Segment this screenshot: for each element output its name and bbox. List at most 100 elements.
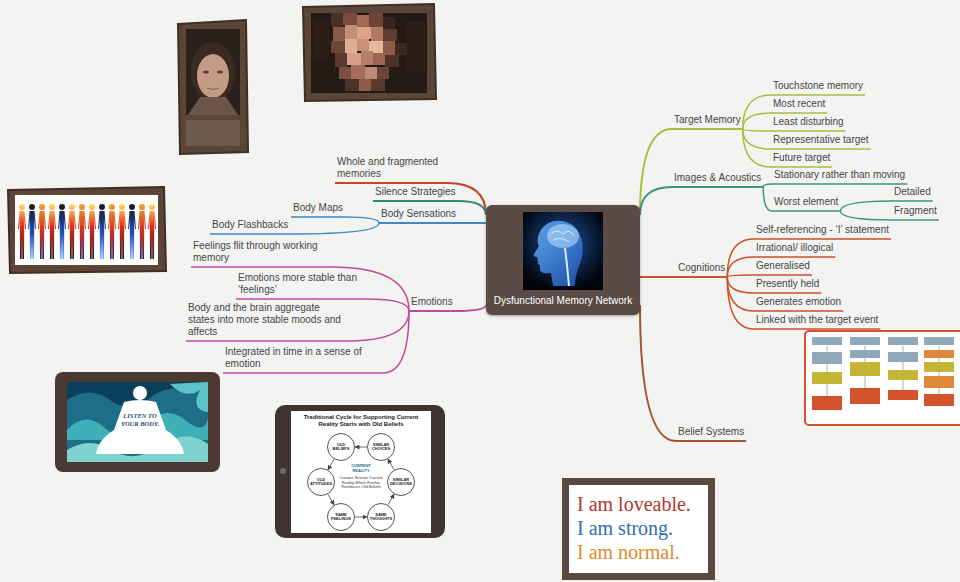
topic-text: Least disturbing — [773, 116, 844, 128]
branch-line — [379, 222, 486, 224]
left-branch-topic: Silence Strategies — [373, 186, 458, 201]
pixel — [383, 17, 395, 29]
right-branch-topic: Linked with the target event — [754, 314, 880, 329]
table-cell — [812, 396, 842, 410]
brain-picture — [523, 212, 603, 290]
branch-line — [763, 184, 907, 187]
right-branch-topic: Belief Systems — [676, 426, 746, 441]
topic-text: Silence Strategies — [375, 186, 456, 198]
affirmation-frame: I am loveable.I am strong.I am normal. — [562, 478, 715, 580]
right-branch-topic: Fragment — [892, 205, 939, 220]
branch-line — [727, 277, 880, 329]
pixel — [345, 39, 357, 53]
branch-line — [727, 257, 835, 277]
topic-text: Body Sensations — [381, 208, 456, 220]
cycle-step-circle: SIMILAR CHOICES — [367, 433, 395, 461]
right-branch-topic: Detailed — [892, 186, 933, 201]
table-cell — [888, 337, 918, 345]
cycle-step-circle: OLD BELIEFS — [327, 433, 355, 461]
right-branch-topic: Self-referencing - ‘I’ statement — [754, 224, 891, 239]
meditating-figure-head — [133, 386, 147, 400]
cognitions-table-picture — [805, 331, 960, 425]
pixel — [333, 27, 345, 41]
body-maps-picture — [8, 187, 166, 273]
cycle-tablet — [275, 405, 445, 538]
topic-text: Generates emotion — [756, 296, 841, 308]
tablet-frame — [55, 372, 220, 472]
pixel — [357, 27, 371, 39]
meditating-figure — [96, 400, 184, 454]
tablet-button — [280, 468, 286, 474]
pixel — [385, 55, 399, 67]
topic-text: Touchstone memory — [773, 80, 863, 92]
body-figure — [118, 204, 126, 259]
branch-line — [727, 277, 843, 311]
portrait-photo — [178, 20, 248, 154]
illustration-label: Traditional Cycle for Supporting Current… — [294, 414, 428, 428]
pixel — [357, 39, 369, 51]
illustration-label: CURRENT REALITY — [343, 463, 379, 473]
listen-tablet — [55, 372, 220, 472]
body-figure — [78, 204, 86, 259]
topic-text: SIMILAR CHOICES — [369, 443, 393, 452]
right-branch-topic: Images & Acoustics — [672, 172, 763, 187]
left-branch-topic: Emotions — [409, 296, 455, 311]
topic-text: Integrated in time in a sense of emotion — [225, 346, 381, 370]
topic-text: OLD ATTITUDES — [309, 478, 333, 487]
photo-ground — [311, 13, 427, 93]
table-cell — [924, 337, 954, 345]
illustration-label: Causes Sustain Current Reality Which Fur… — [338, 476, 384, 490]
hair — [191, 42, 235, 102]
topic-text: Belief Systems — [678, 426, 744, 438]
topic-text: SIMILAR DECISIONS — [389, 478, 413, 487]
branch-line — [743, 129, 871, 149]
branch-line — [640, 276, 727, 278]
body-figure — [128, 204, 136, 259]
central-topic: Dysfunctional Memory Network — [486, 205, 640, 315]
mouth — [207, 88, 219, 90]
caption-area — [186, 120, 240, 146]
body-figure — [148, 204, 156, 259]
left-branch-topic: Integrated in time in a sense of emotion — [223, 346, 383, 373]
topic-text: Most recent — [773, 98, 825, 110]
pixel — [331, 41, 345, 53]
body-figure — [48, 204, 56, 259]
pixel — [361, 51, 373, 65]
topic-text: Images & Acoustics — [674, 172, 761, 184]
pixel — [369, 13, 383, 27]
right-branch-topic: Irrational/ illogical — [754, 242, 835, 257]
table-cell — [812, 372, 842, 384]
illustration-label: LISTEN TO YOUR BODY. — [118, 412, 162, 428]
photo-frame — [8, 187, 166, 273]
table-cell — [850, 350, 880, 358]
table-cell — [888, 370, 918, 380]
topic-text: Representative target — [773, 134, 869, 146]
pixel — [373, 53, 385, 65]
table-cell — [812, 352, 842, 364]
body-figure — [38, 204, 46, 259]
topic-text: Irrational/ illogical — [756, 242, 833, 254]
left-branch-topic: Body Flashbacks — [210, 219, 290, 234]
branch-line — [743, 129, 846, 131]
cycle-arrow — [328, 494, 334, 505]
left-branch-topic: Body Sensations — [379, 208, 458, 223]
left-branch-topic: Whole and fragmented memories — [335, 156, 447, 183]
branch-line — [763, 187, 840, 211]
topic-text: Presently held — [756, 278, 819, 290]
body-figure — [68, 204, 76, 259]
cycle-arrow — [388, 459, 394, 470]
pixel — [377, 67, 389, 79]
topic-text: SAME FEELINGS — [329, 513, 353, 522]
topic-text: Emotions more stable than ‘feelings’ — [238, 272, 364, 296]
table-cell — [850, 337, 880, 345]
topic-text: Cognitions — [678, 262, 725, 274]
branch-line — [727, 239, 891, 277]
pixel — [343, 13, 357, 25]
cycle-step-circle: SAME THOUGHTS — [367, 503, 395, 531]
right-branch-topic: Generalised — [754, 260, 812, 275]
topic-text: Body and the brain aggregate states into… — [188, 302, 344, 338]
topic-text: Feelings flit through working memory — [193, 240, 329, 264]
left-branch-topic: Feelings flit through working memory — [191, 240, 331, 267]
table-cell — [924, 394, 954, 406]
pixel — [371, 27, 383, 41]
